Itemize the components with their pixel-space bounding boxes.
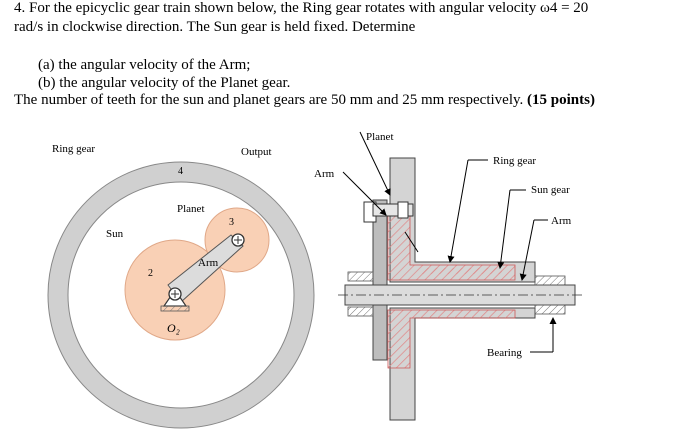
teeth-note: The number of teeth for the sun and plan… (14, 92, 595, 109)
label-4: 4 (178, 166, 183, 177)
label-output: Output (241, 146, 272, 158)
label-arm2-right: Arm (551, 215, 572, 227)
label-arm-right: Arm (314, 168, 335, 180)
bearing (534, 275, 566, 286)
label-planet: Planet (177, 203, 205, 215)
left-diagram: Ring gear Output 4 Planet 3 Sun Arm 2 O₂ (47, 143, 315, 429)
ring-gear-housing (389, 157, 536, 283)
part-b: (b) the angular velocity of the Planet g… (38, 75, 291, 91)
arm-plate (372, 199, 388, 361)
label-2: 2 (148, 268, 153, 279)
question-line-1: 4. For the epicyclic gear train shown be… (14, 0, 589, 16)
label-3: 3 (229, 217, 234, 228)
teeth-note-text: The number of teeth for the sun and plan… (14, 92, 524, 108)
label-sun-gear-right: Sun gear (531, 184, 570, 196)
label-arm: Arm (198, 257, 219, 269)
label-bearing: Bearing (487, 347, 522, 359)
label-planet-right: Planet (366, 131, 394, 143)
label-o2: O₂ (167, 321, 180, 335)
label-ring-gear-right: Ring gear (493, 155, 536, 167)
right-diagram: Planet Arm Ring gear Sun gear Arm Bearin… (314, 131, 585, 421)
question-line-2: rad/s in clockwise direction. The Sun ge… (14, 19, 416, 35)
ground-hatch (160, 305, 190, 312)
part-a: (a) the angular velocity of the Arm; (38, 57, 251, 73)
points-label: (15 points) (527, 92, 595, 108)
label-ring-gear: Ring gear (52, 143, 95, 155)
label-sun: Sun (106, 228, 124, 240)
